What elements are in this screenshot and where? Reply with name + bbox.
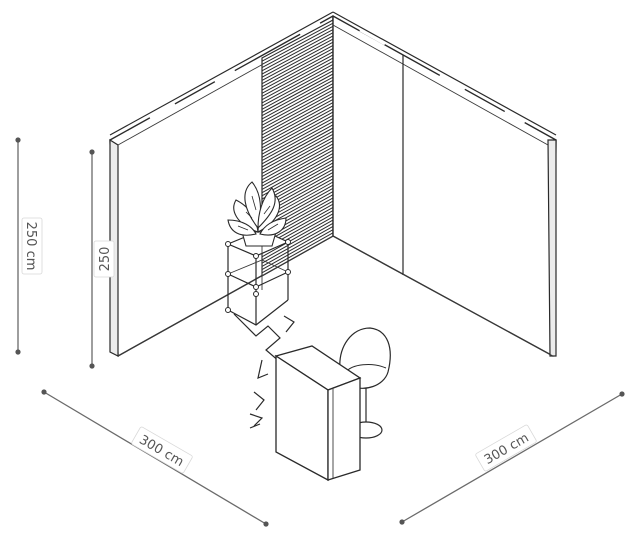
slat	[261, 79, 334, 120]
slat	[261, 48, 334, 88]
slat	[261, 89, 334, 129]
dimension-height-inner	[89, 149, 95, 369]
slat	[261, 64, 334, 104]
slat	[261, 137, 334, 178]
slat	[261, 95, 334, 136]
dimension-height-outer	[15, 137, 21, 355]
slat	[261, 92, 334, 133]
slat	[261, 121, 334, 162]
slat	[261, 73, 334, 113]
slat	[261, 29, 334, 69]
slat	[261, 102, 334, 142]
slat	[261, 114, 334, 155]
label-height-inner: 250	[93, 240, 115, 278]
slat	[261, 25, 334, 65]
slat	[261, 127, 334, 168]
wall-top-trim	[149, 21, 526, 124]
slat	[261, 124, 334, 165]
dimension-width-left	[41, 389, 269, 527]
slat	[261, 152, 334, 194]
right-wall	[332, 11, 557, 357]
slat	[261, 67, 334, 107]
slat	[261, 32, 334, 72]
slat	[261, 111, 334, 152]
slat	[261, 35, 334, 75]
slat	[261, 105, 334, 145]
label-height-outer: 250 cm	[21, 217, 43, 275]
slat-panel	[261, 18, 334, 278]
slat	[261, 146, 334, 187]
slat	[261, 57, 334, 97]
slat	[261, 54, 334, 94]
slat	[261, 219, 334, 261]
slat	[261, 229, 334, 271]
slat	[261, 41, 334, 81]
counter	[274, 345, 362, 482]
slat	[261, 60, 334, 101]
slat	[261, 70, 334, 110]
slat	[261, 86, 334, 126]
slat	[261, 44, 334, 85]
label-width-right: 300 cm	[475, 424, 537, 472]
slat	[261, 108, 334, 149]
slat	[261, 130, 334, 171]
slat	[261, 140, 334, 181]
label-height-outer-text: 250 cm	[23, 222, 38, 271]
slat	[261, 22, 334, 62]
dimension-width-right	[399, 391, 625, 525]
slat	[261, 216, 334, 258]
slat	[261, 98, 334, 139]
potted-plant	[227, 181, 287, 247]
slat	[261, 232, 334, 274]
slat	[261, 143, 334, 184]
slat	[261, 222, 334, 264]
slat	[261, 226, 334, 267]
zigzag-rack	[233, 313, 295, 429]
label-height-inner-text: 250	[98, 247, 113, 272]
slat	[261, 38, 334, 78]
slat	[261, 51, 334, 91]
slat	[261, 149, 334, 190]
floor	[117, 235, 554, 357]
slat	[261, 76, 334, 117]
slat	[261, 118, 334, 158]
slat	[261, 156, 334, 197]
slat	[261, 133, 334, 174]
slat	[261, 83, 334, 123]
